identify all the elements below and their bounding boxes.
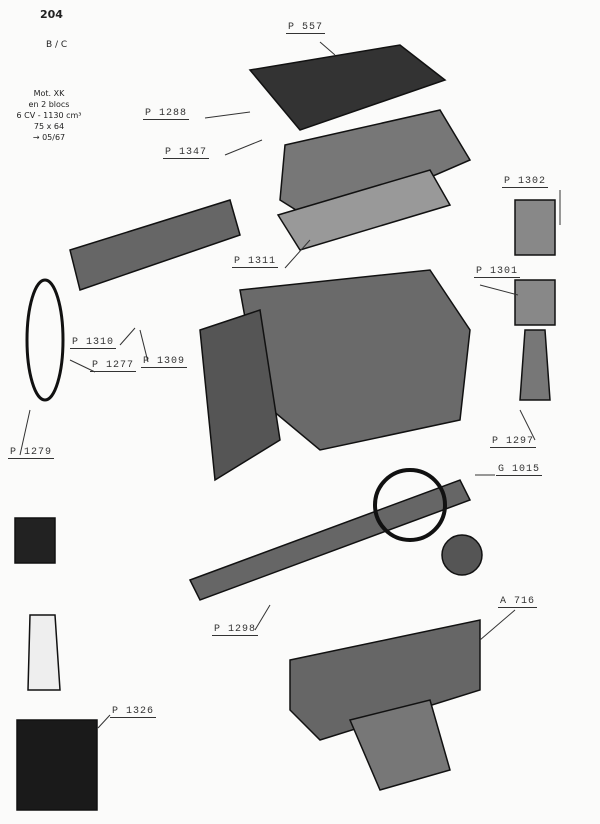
- connecting-rod: [519, 329, 551, 401]
- callout-a716: A 716: [498, 596, 538, 608]
- timing-chain: [25, 278, 65, 402]
- pulley: [441, 534, 483, 576]
- crankshaft: [188, 479, 472, 601]
- callout-p1309: P 1309: [141, 356, 188, 368]
- gasket-tin: [14, 517, 56, 564]
- valve-cover: [248, 44, 447, 131]
- callout-p1311: P 1311: [232, 256, 279, 268]
- spec-line: 75 x 64: [33, 122, 65, 131]
- camshaft-rocker: [69, 199, 241, 291]
- callout-p1298: P 1298: [212, 624, 259, 636]
- callout-g1015: G 1015: [496, 464, 543, 476]
- engine-spec: Mot. XK en 2 blocs 6 CV - 1130 cm³ 75 x …: [14, 88, 84, 143]
- head-gasket: [276, 169, 452, 251]
- page-number: 204: [40, 8, 63, 21]
- timing-cover: [199, 309, 281, 482]
- spec-line: en 2 blocs: [28, 100, 70, 109]
- gasket-kit: [16, 719, 98, 811]
- callout-p1347: P 1347: [163, 147, 210, 159]
- callout-p1279: P 1279: [8, 447, 55, 459]
- piston: [514, 279, 556, 326]
- leader-lines: [19, 41, 561, 729]
- callout-p1288: P 1288: [143, 108, 190, 120]
- spec-line: Mot. XK: [33, 89, 65, 98]
- spec-line: → 05/67: [32, 133, 66, 142]
- oil-pump: [348, 699, 451, 791]
- sealant-tube: [27, 614, 61, 691]
- cylinder-liner: [514, 199, 556, 256]
- callout-p1302: P 1302: [502, 176, 549, 188]
- callout-p1310: P 1310: [70, 337, 117, 349]
- flywheel: [373, 468, 447, 542]
- callout-p1301: P 1301: [474, 266, 521, 278]
- spec-line: 6 CV - 1130 cm³: [16, 111, 82, 120]
- category-code: B / C: [46, 40, 68, 50]
- callout-p1297: P 1297: [490, 436, 537, 448]
- callout-p557: P 557: [286, 22, 326, 34]
- callout-p1326: P 1326: [110, 706, 157, 718]
- callout-p1277: P 1277: [90, 360, 137, 372]
